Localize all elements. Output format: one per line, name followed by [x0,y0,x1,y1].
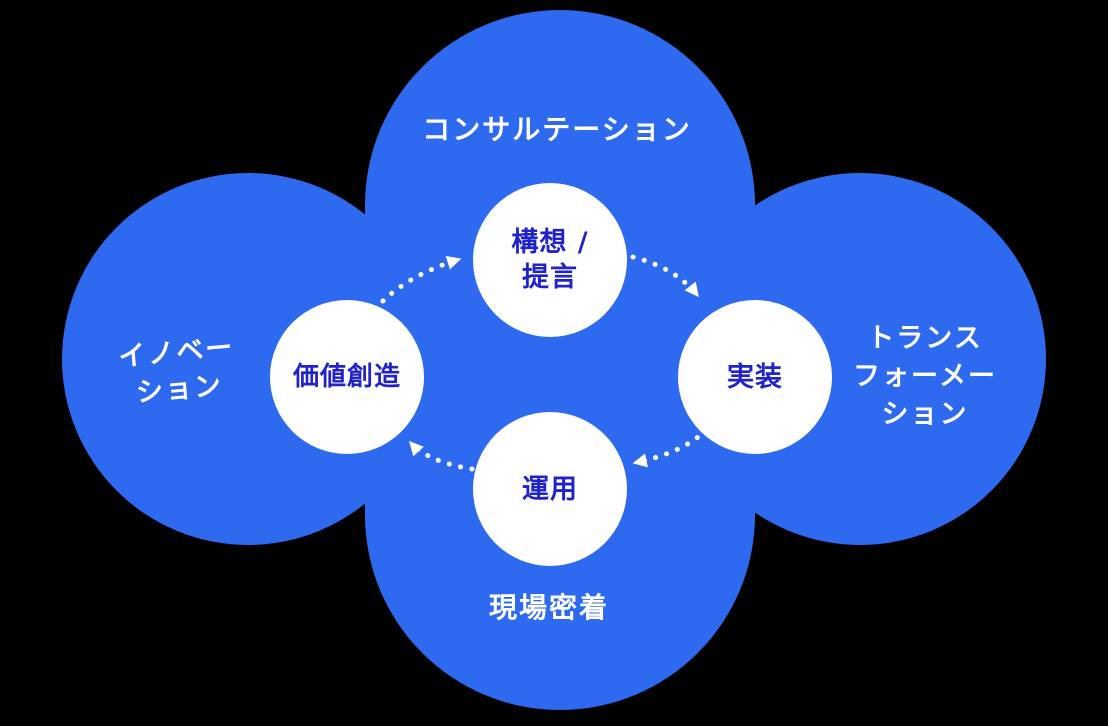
transformation-label-line3: ション [881,399,969,430]
node-implementation-label: 実装 [727,361,783,393]
node-value-creation-label: 価値創造 [292,361,401,392]
transformation-label: トランス フォーメー ション [853,320,997,434]
consultation-label-text: コンサルテーション [422,113,692,146]
node-concept-proposal-line2: 提言 [522,262,578,293]
node-concept-proposal-line1: 構想 / [511,227,589,258]
node-implementation: 実装 [678,300,832,454]
transformation-label-line2: フォーメー [853,361,997,392]
node-operation-label: 運用 [522,473,578,505]
field-immersion-label: 現場密着 [489,586,609,626]
innovation-label: イノベー ション [117,329,239,413]
node-concept-proposal: 構想 / 提言 [473,183,627,337]
node-operation: 運用 [473,412,627,566]
transformation-label-line1: トランス [867,323,983,354]
consultation-label: コンサルテーション [422,108,691,148]
node-value-creation: 価値創造 [270,300,424,454]
field-immersion-label-text: 現場密着 [488,591,610,624]
